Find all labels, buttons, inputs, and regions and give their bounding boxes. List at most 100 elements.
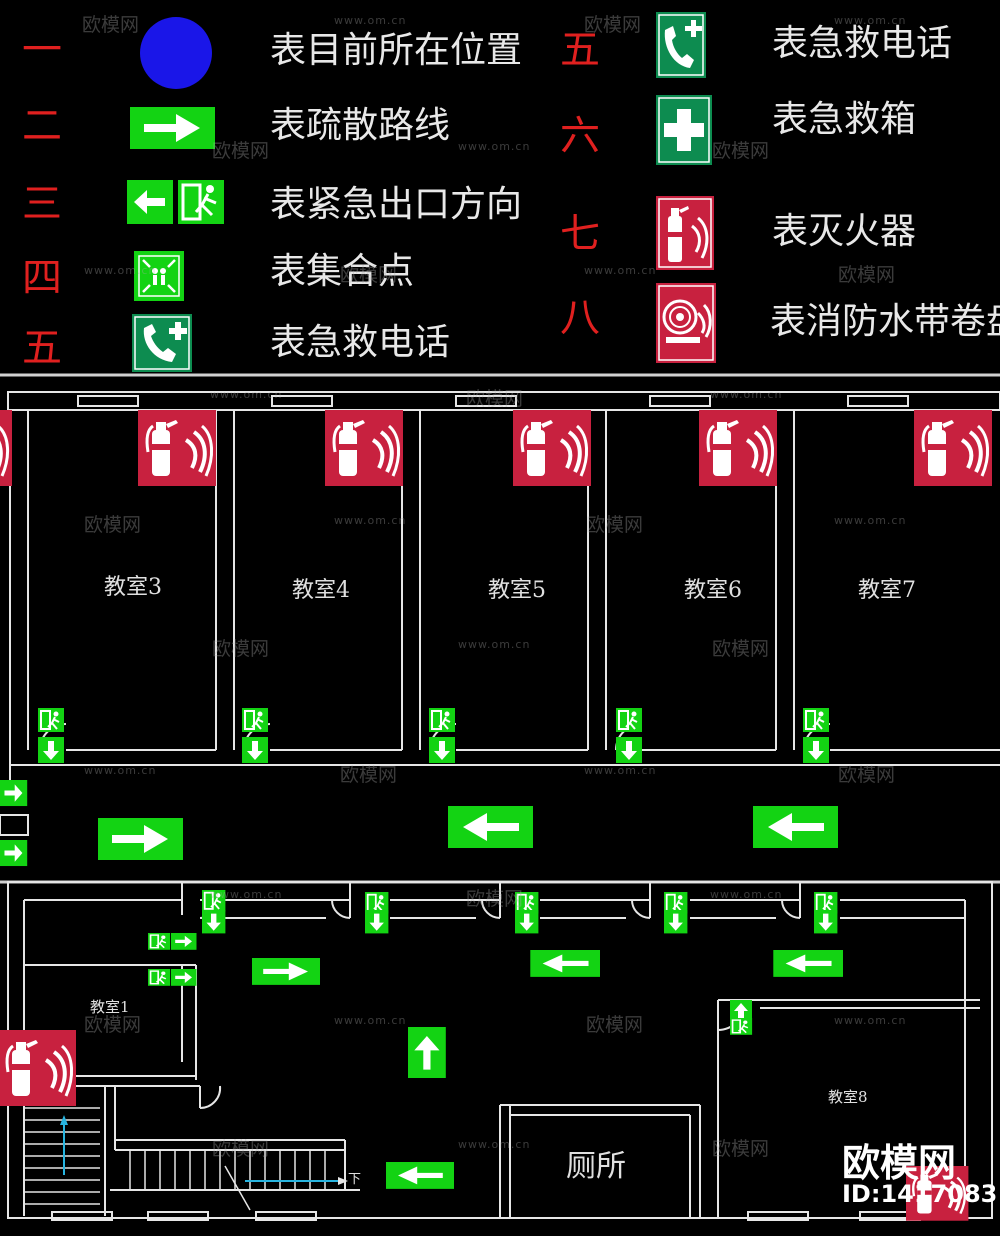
watermark-url: www.om.cn bbox=[210, 888, 283, 901]
legend-number-2: 二 bbox=[22, 103, 62, 149]
down-arrow-sign-icon bbox=[616, 737, 642, 763]
fire-extinguisher-icon bbox=[697, 408, 779, 488]
watermark-brand: 欧模网 bbox=[586, 1014, 644, 1036]
watermark-brand: 欧模网 bbox=[212, 1138, 270, 1160]
evacuation-arrow-left-icon bbox=[773, 950, 843, 977]
watermark-url: www.om.cn bbox=[84, 764, 157, 777]
legend-number-4: 四 bbox=[22, 255, 62, 301]
legend-text-fire-extinguisher: 表灭火器 bbox=[772, 211, 917, 252]
room-label-toilet: 厕所 bbox=[566, 1149, 626, 1184]
arrow-right-sign-icon bbox=[130, 107, 215, 149]
watermark-brand: 欧模网 bbox=[584, 14, 642, 36]
watermark-stamp-brand: 欧模网 bbox=[842, 1141, 957, 1185]
legend-text-exit-direction: 表紧急出口方向 bbox=[270, 184, 523, 225]
evacuation-arrow-right-icon bbox=[0, 840, 28, 867]
evacuation-arrow-right-icon bbox=[98, 818, 183, 860]
legend-number-3: 三 bbox=[22, 181, 62, 227]
watermark-stamp-id: ID:1417083 bbox=[842, 1180, 998, 1208]
watermark-url: www.om.cn bbox=[458, 1138, 531, 1151]
room-label-classroom-8: 教室8 bbox=[828, 1088, 868, 1106]
legend-number-7: 七 bbox=[560, 211, 600, 257]
stair-direction-arrows bbox=[60, 1115, 348, 1185]
exit-direction-sign-icon bbox=[127, 180, 224, 224]
legend-text-fire-hose-reel: 表消防水带卷盘 bbox=[770, 301, 1000, 342]
watermark-brand: 欧模网 bbox=[84, 1014, 142, 1036]
legend-number-1: 一 bbox=[22, 27, 62, 73]
evacuation-arrow-left-icon bbox=[386, 1162, 454, 1189]
watermark-url: www.om.cn bbox=[334, 514, 407, 527]
down-arrow-sign-icon bbox=[515, 910, 539, 934]
legend-text-first-aid-kit: 表急救箱 bbox=[772, 99, 917, 140]
room-label-classroom-7: 教室7 bbox=[858, 578, 916, 603]
down-arrow-sign-icon bbox=[429, 737, 455, 763]
fire-extinguisher-icon bbox=[912, 408, 994, 488]
down-arrow-sign-icon bbox=[664, 910, 688, 934]
down-arrow-sign-icon bbox=[365, 910, 389, 934]
evacuation-arrow-right-icon bbox=[252, 958, 320, 985]
watermark-url: www.om.cn bbox=[84, 264, 157, 277]
fire-extinguisher-icon bbox=[0, 1028, 78, 1108]
watermark-url: www.om.cn bbox=[834, 1014, 907, 1027]
evacuation-arrow-down-icon bbox=[408, 1027, 446, 1078]
watermark-url: www.om.cn bbox=[458, 140, 531, 153]
location-dot-icon bbox=[140, 17, 212, 89]
fire-extinguisher-icon bbox=[323, 408, 405, 488]
watermark-url: www.om.cn bbox=[458, 638, 531, 651]
watermark-brand: 欧模网 bbox=[82, 14, 140, 36]
down-arrow-sign-icon bbox=[803, 737, 829, 763]
watermark-url: www.om.cn bbox=[710, 888, 783, 901]
legend-text-location: 表目前所在位置 bbox=[270, 30, 523, 71]
fire-hose-reel-icon bbox=[656, 283, 716, 363]
fire-extinguisher-icon bbox=[656, 196, 714, 270]
room-label-classroom-6: 教室6 bbox=[684, 578, 742, 603]
legend-number-5: 五 bbox=[22, 325, 62, 371]
exit-sign-icon bbox=[729, 1017, 753, 1036]
down-arrow-sign-icon bbox=[242, 737, 268, 763]
watermark-url: www.om.cn bbox=[584, 764, 657, 777]
down-arrow-sign-icon bbox=[814, 910, 838, 934]
evacuation-arrow-left-icon bbox=[448, 806, 533, 848]
down-arrow-sign-icon bbox=[38, 737, 64, 763]
down-arrow-sign-icon bbox=[202, 910, 226, 934]
watermark-url: www.om.cn bbox=[334, 1014, 407, 1027]
watermark-url: www.om.cn bbox=[834, 514, 907, 527]
room-label-classroom-1: 教室1 bbox=[90, 998, 130, 1016]
fire-extinguisher-icon bbox=[511, 408, 593, 488]
watermark-url: www.om.cn bbox=[710, 388, 783, 401]
watermark-brand: 欧模网 bbox=[586, 514, 644, 536]
upper-walls bbox=[0, 391, 1000, 836]
watermark-brand: 欧模网 bbox=[340, 764, 398, 786]
watermark-url: www.om.cn bbox=[210, 388, 283, 401]
staircase bbox=[24, 1107, 326, 1211]
watermark-brand: 欧模网 bbox=[838, 764, 896, 786]
room-label-classroom-4: 教室4 bbox=[292, 578, 350, 603]
evacuation-arrow-left-icon bbox=[530, 950, 600, 977]
legend-text-evac-route: 表疏散路线 bbox=[270, 105, 451, 146]
first-aid-phone-icon-b bbox=[656, 12, 706, 78]
legend-text-assembly-point: 表集合点 bbox=[270, 251, 415, 292]
first-aid-phone-icon bbox=[132, 314, 192, 372]
watermark-brand: 欧模网 bbox=[340, 264, 398, 286]
watermark-url: www.om.cn bbox=[334, 14, 407, 27]
room-label-classroom-5: 教室5 bbox=[488, 578, 546, 603]
legend-text-first-aid-phone-b: 表急救电话 bbox=[772, 23, 953, 64]
legend-number-6: 六 bbox=[560, 113, 600, 159]
watermark-url: www.om.cn bbox=[834, 14, 907, 27]
exit-sign-icon bbox=[428, 707, 456, 733]
assembly-point-icon bbox=[134, 251, 184, 301]
exit-right-sign-icon bbox=[147, 932, 197, 987]
fire-extinguisher-icon bbox=[0, 408, 14, 488]
exit-sign-icon bbox=[615, 707, 643, 733]
watermark-brand: 欧模网 bbox=[84, 514, 142, 536]
legend-number-5b: 五 bbox=[560, 27, 600, 73]
room-label-classroom-3: 教室3 bbox=[104, 575, 162, 600]
watermark-url: www.om.cn bbox=[584, 264, 657, 277]
watermark-brand: 欧模网 bbox=[212, 638, 270, 660]
evacuation-arrow-left-icon bbox=[753, 806, 838, 848]
evacuation-arrow-right-icon bbox=[0, 780, 28, 807]
exit-sign-icon bbox=[241, 707, 269, 733]
exit-sign-icon bbox=[37, 707, 65, 733]
watermark-brand: 欧模网 bbox=[838, 264, 896, 286]
watermark-brand: 欧模网 bbox=[712, 140, 770, 162]
